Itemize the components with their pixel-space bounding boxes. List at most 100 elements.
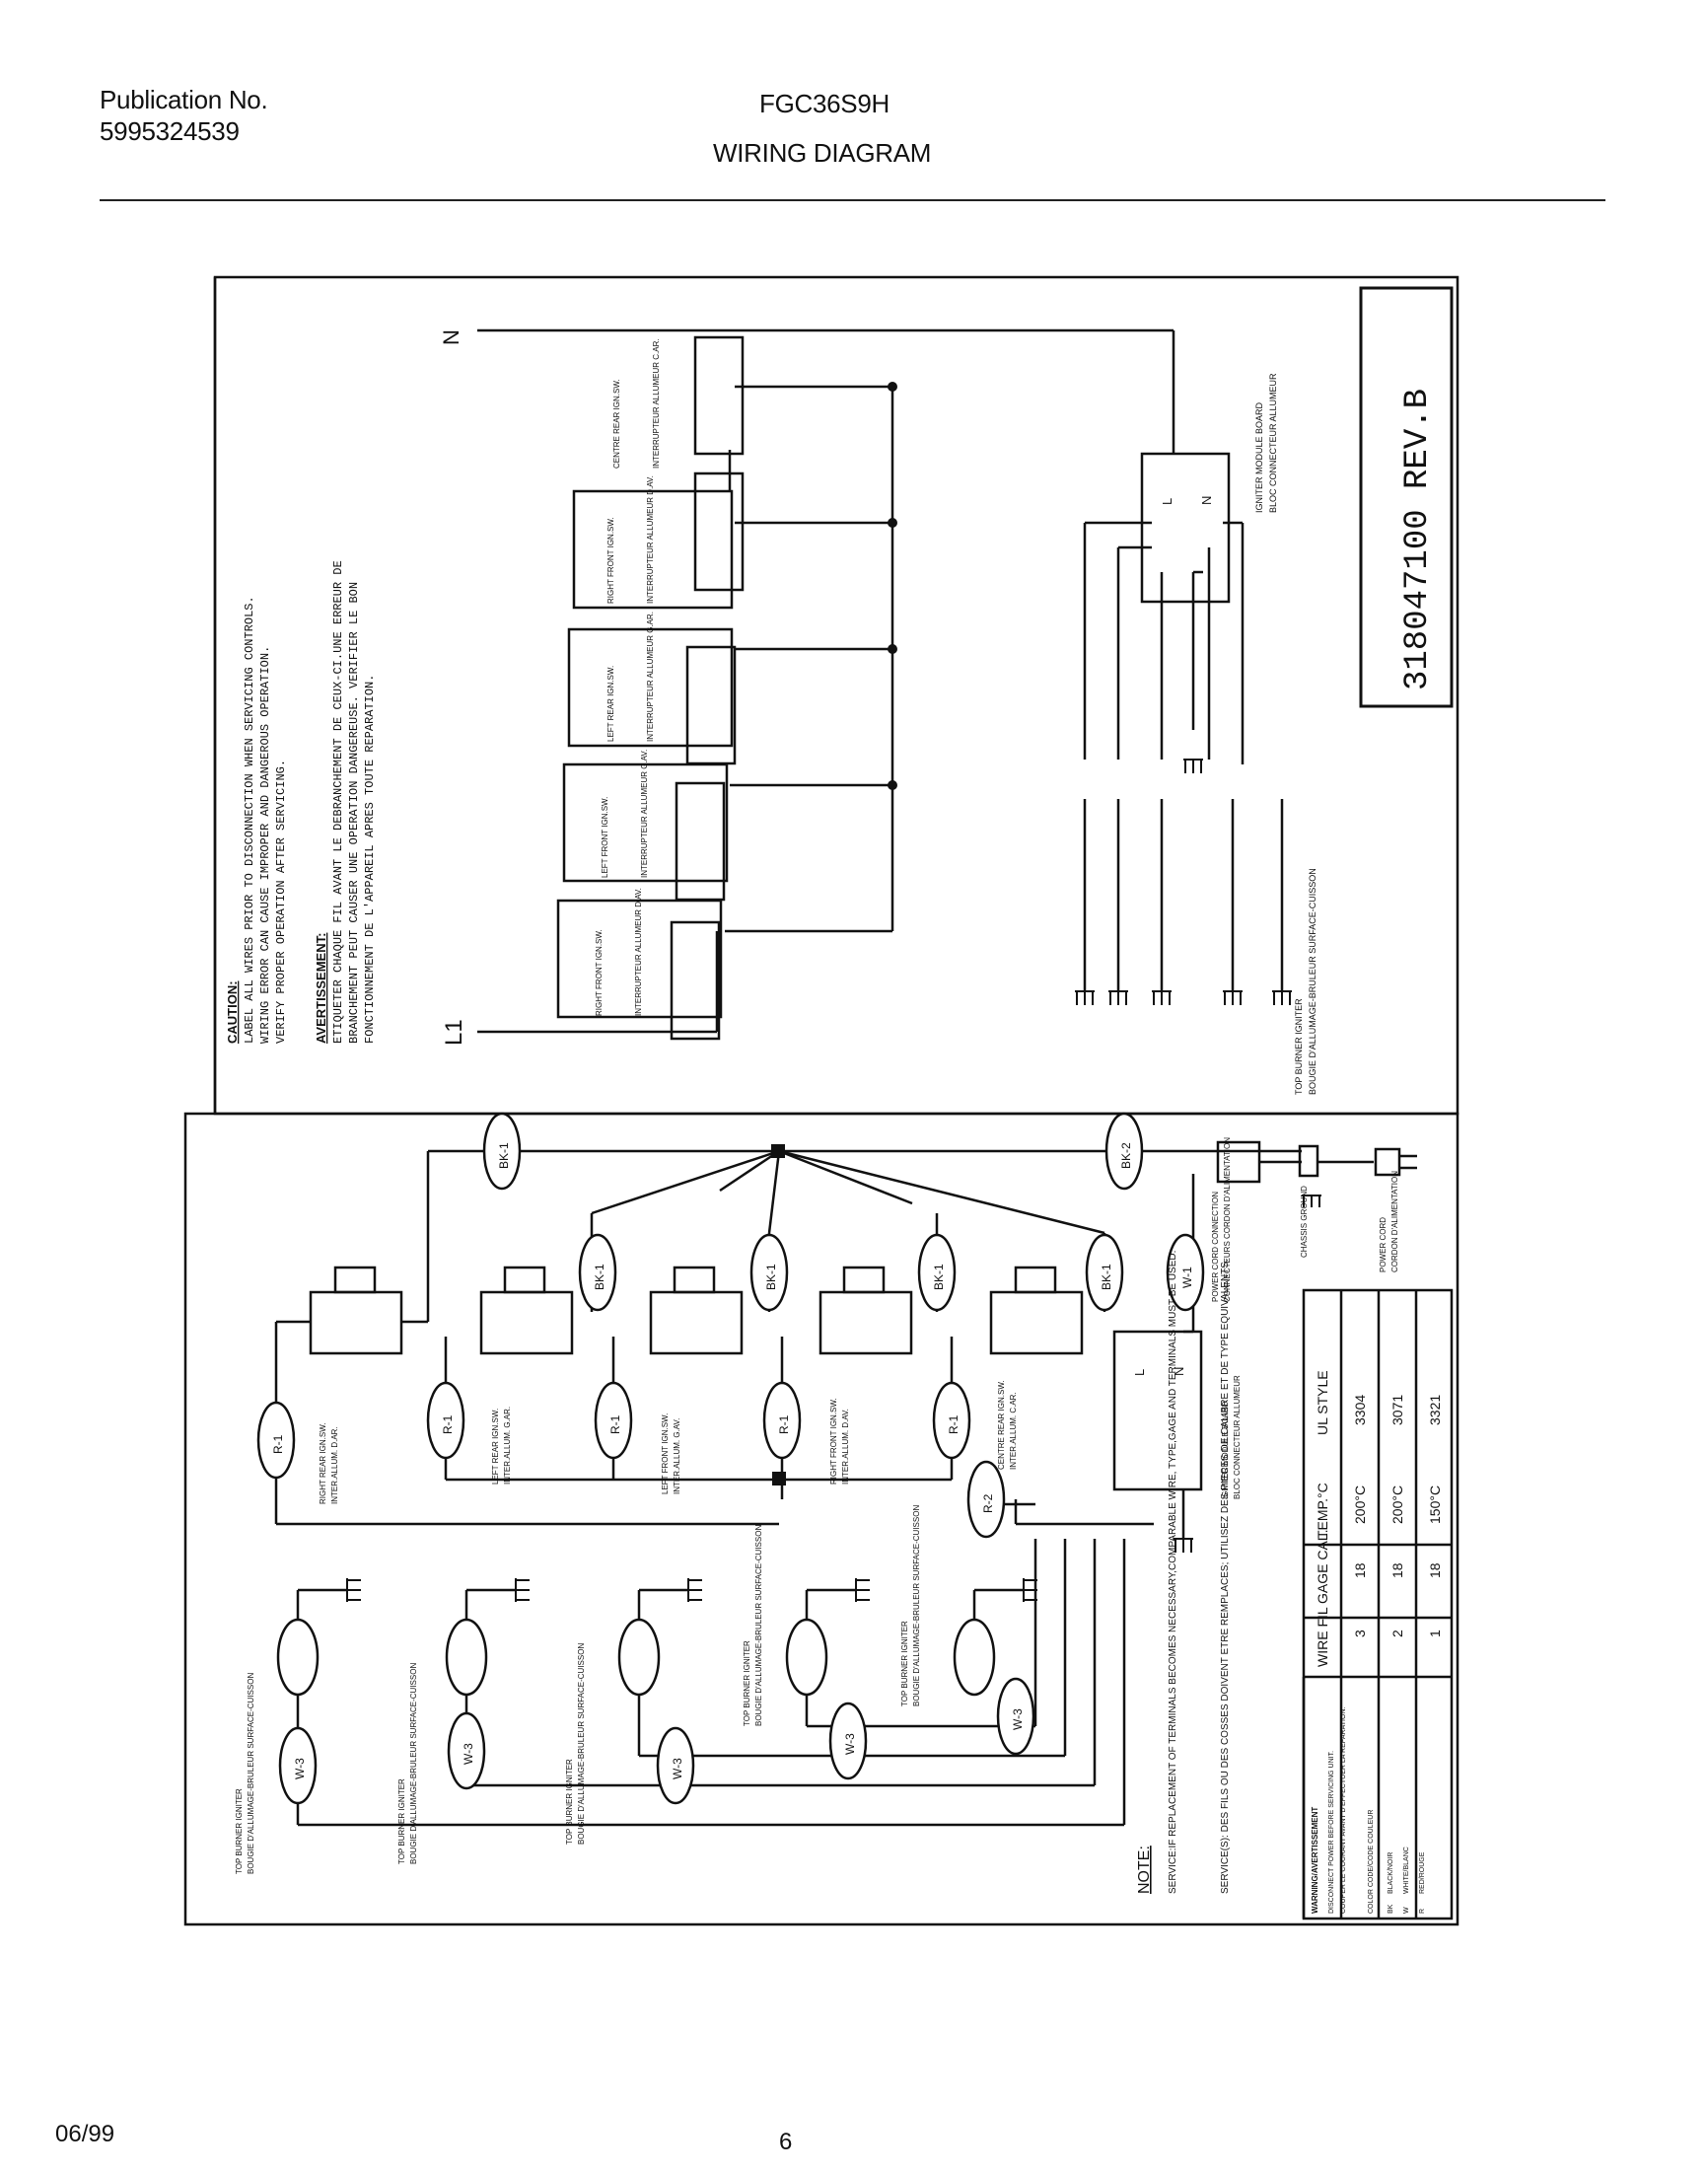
caution-heading: CAUTION: (225, 980, 240, 1044)
page-number: 6 (779, 2129, 793, 2155)
module-label-fr: BLOC CONNECTEUR ALLUMEUR (1268, 373, 1278, 513)
wire-tag-bk1: BK-1 (497, 1142, 511, 1169)
igniter-oval (276, 1618, 320, 1697)
wire-table-cell: 2 (1389, 1630, 1405, 1637)
wire-tag-bk1: BK-1 (932, 1264, 946, 1290)
color-code-heading: COLOR CODE/CODE COULEUR (1368, 1810, 1375, 1914)
wire-table-cell: 18 (1352, 1562, 1368, 1578)
wire-table-cell: 18 (1427, 1562, 1443, 1578)
ignitor-switch (818, 1290, 913, 1355)
switch-box (670, 920, 721, 1041)
model-number: FGC36S9H (759, 89, 890, 118)
switch-label: LEFT REAR IGN.SW. (606, 666, 615, 742)
igniter-caption-fr: BOUGIE D'ALLUMAGE-BRULEUR SURFACE-CUISSO… (247, 1673, 255, 1874)
igniter-caption-fr: BOUGIE D'ALLUMAGE-BRULEUR SURFACE-CUISSO… (912, 1505, 921, 1706)
wire-table-cell: 18 (1389, 1562, 1405, 1578)
ignitor-switch (309, 1290, 403, 1355)
wire-tag-r1: R-1 (271, 1434, 285, 1454)
switch-label: RIGHT FRONT IGN.SW. (606, 517, 615, 604)
caution-line: LABEL ALL WIRES PRIOR TO DISCONNECTION W… (243, 596, 256, 1044)
lower-switch-label: CENTRE REAR IGN.SW. (997, 1380, 1006, 1470)
igniter-oval (617, 1618, 661, 1697)
switch-label: RIGHT FRONT IGN.SW. (595, 929, 604, 1016)
wire-tag-r1: R-1 (777, 1414, 791, 1434)
page-title: WIRING DIAGRAM (713, 138, 932, 168)
publication-number: 5995324539 (100, 116, 240, 146)
wire-tag-bk2: BK-2 (1119, 1142, 1133, 1169)
wire-tag-bk1: BK-1 (1100, 1264, 1113, 1290)
igniter-caption: TOP BURNER IGNITER (235, 1788, 244, 1874)
part-number-box (1359, 286, 1454, 708)
igniter-caption-fr: BOUGIE D'ALLUMAGE-BRULEUR SURFACE-CUISSO… (409, 1663, 418, 1864)
wire-tag-w3: W-3 (462, 1743, 475, 1765)
wire-table-cell: 3304 (1352, 1395, 1368, 1425)
power-cord-plug (1374, 1147, 1401, 1177)
wire-table-col-wire: WIRE FIL (1315, 1607, 1330, 1667)
module-lower-l: L (1132, 1369, 1147, 1376)
part-number: 318047100 REV.B (1399, 389, 1437, 690)
header-divider (100, 199, 1605, 201)
l1-label: L1 (441, 1019, 467, 1046)
switch-label-fr: INTERRUPTEUR ALLUMEUR D.AV. (646, 475, 655, 604)
warning-heading: WARNING/AVERTISSEMENT (1311, 1807, 1319, 1914)
wire-table-col-temp: TEMP.°C (1315, 1483, 1330, 1539)
switch-label: CENTRE REAR IGN.SW. (612, 379, 621, 469)
switch-box (693, 471, 745, 592)
lower-switch-label-fr: INTER.ALLUM. G.AV. (673, 1418, 681, 1494)
igniter-caption: TOP BURNER IGNITER (900, 1621, 909, 1706)
note-service-fr: SERVICE(S): DES FILS OU DES COSSES DOIVE… (1220, 1259, 1231, 1894)
lower-switch-label-fr: INTER.ALLUM. D.AV. (841, 1409, 850, 1485)
igniter-oval (445, 1618, 488, 1697)
igniter-oval (785, 1618, 828, 1697)
color-name: BLACK/NOIR (1388, 1852, 1394, 1894)
switch-label-fr: INTERRUPTEUR ALLUMEUR G.AV. (640, 750, 649, 878)
footer-date: 06/99 (55, 2121, 115, 2147)
caution-line: VERIFY PROPER OPERATION AFTER SERVICING. (274, 760, 288, 1044)
wire-table-col-ul: UL STYLE (1315, 1370, 1330, 1435)
wire-tag-r1: R-1 (441, 1414, 455, 1434)
wire-table-cell: 1 (1427, 1630, 1443, 1637)
power-cord-connection-label: POWER CORD CONNECTION (1211, 1192, 1220, 1302)
power-cord-label: POWER CORD (1379, 1217, 1388, 1272)
publication-label: Publication No. (100, 85, 268, 114)
lower-switch-label-fr: INTER.ALLUM. G.AR. (503, 1407, 512, 1485)
warning-line: COUPER LE COURANT AVANT D'EFFECTUER LA R… (1340, 1707, 1347, 1914)
ignitor-caption-fr: BOUGIE D'ALLUMAGE-BRULEUR SURFACE-CUISSO… (1308, 868, 1317, 1095)
wire-tag-w3: W-3 (843, 1733, 857, 1755)
wire-table-cell: 3071 (1389, 1395, 1405, 1425)
module-l: L (1160, 498, 1174, 505)
wire-table-cell: 3321 (1427, 1395, 1443, 1425)
module-lower-label: IGNITER MODULE BOARD (1221, 1401, 1230, 1499)
wire-tag-r1: R-1 (608, 1414, 622, 1434)
ignitor-switch (479, 1290, 574, 1355)
igniter-caption: TOP BURNER IGNITER (565, 1759, 574, 1845)
color-name: RED/ROUGE (1419, 1851, 1426, 1894)
wire-tag-r2: R-2 (981, 1493, 995, 1513)
ignitor-caption: TOP BURNER IGNITER (1294, 998, 1304, 1095)
switch-box (675, 781, 726, 902)
wire-tag-w3: W-3 (671, 1758, 684, 1779)
color-code: R (1419, 1909, 1426, 1914)
lower-switch-label-fr: INTER.ALLUM. C.AR. (1009, 1392, 1018, 1470)
igniter-oval (953, 1618, 996, 1697)
igniter-caption: TOP BURNER IGNITER (397, 1778, 406, 1864)
igniter-caption-fr: BOUGIE D'ALLUMAGE-BRULEUR SURFACE-CUISSO… (577, 1643, 586, 1845)
ignitor-switch (649, 1290, 744, 1355)
module-lower-label-fr: BLOC CONNECTEUR ALLUMEUR (1233, 1375, 1242, 1499)
chassis-ground-label: CHASSIS GROUND (1300, 1186, 1309, 1258)
module-lower-n: N (1172, 1367, 1186, 1376)
neutral-label: N (439, 329, 463, 345)
caution-line: WIRING ERROR CAN CAUSE IMPROPER AND DANG… (258, 646, 272, 1044)
switch-label-fr: INTERRUPTEUR ALLUMEUR C.AR. (652, 338, 661, 469)
lower-switch-label: LEFT FRONT IGN.SW. (661, 1413, 670, 1494)
note-service-en: SERVICE:IF REPLACEMENT OF TERMINALS BECO… (1168, 1251, 1178, 1894)
switch-box (693, 335, 745, 456)
avertissement-line: BRANCHEMENT PEUT CAUSER UNE OPERATION DA… (347, 582, 361, 1044)
wire-table-cell: 150°C (1427, 1486, 1443, 1524)
lower-switch-label: RIGHT REAR IGN.SW. (319, 1422, 327, 1504)
wire-tag-bk1: BK-1 (593, 1264, 606, 1290)
diagram-frame-lower (183, 1112, 1459, 1926)
switch-label-fr: INTERRUPTEUR ALLUMEUR G.AR. (646, 612, 655, 742)
igniter-module-lower (1112, 1330, 1203, 1491)
